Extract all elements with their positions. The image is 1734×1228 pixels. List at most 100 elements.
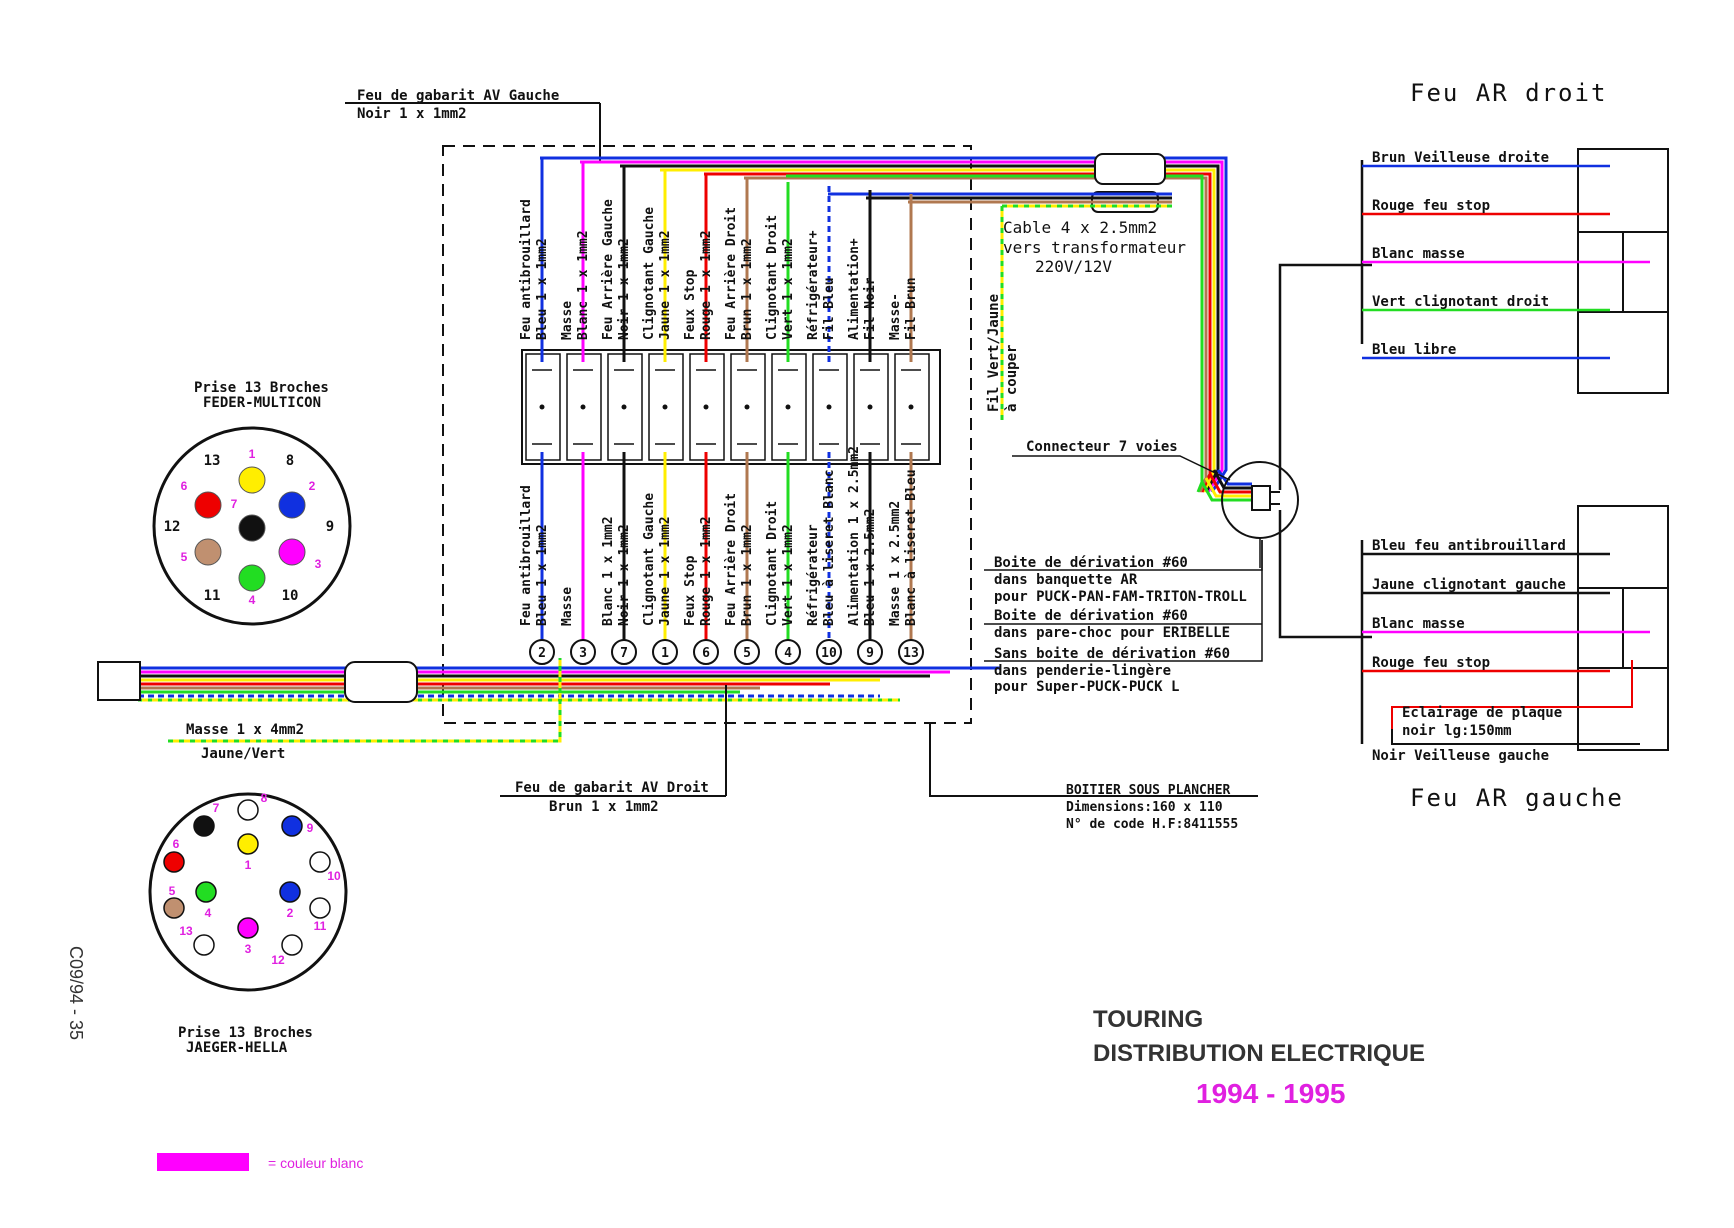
terminal-2-bottom-label-1: Feu antibrouillard: [519, 485, 534, 626]
multicon-pin-4: [238, 564, 266, 592]
terminal-5-bottom-label-1: Feu Arrière Droit: [724, 493, 739, 626]
hella-pin-10-number: 10: [327, 869, 341, 883]
boitier-label: BOITIER SOUS PLANCHER Dimensions:160 x 1…: [929, 723, 1258, 832]
gabarit-av-gauche-spec: Noir 1 x 1mm2: [357, 106, 467, 122]
terminal-9-top-label-1: Alimentation+: [847, 238, 862, 340]
ar-droit-wire-5: Bleu libre: [1362, 342, 1610, 360]
title-line-2: DISTRIBUTION ELECTRIQUE: [1093, 1040, 1425, 1067]
top-wire-bundle: [540, 156, 1252, 502]
connecteur-7-voies: [1012, 263, 1372, 639]
multicon-pin-4-number: 4: [249, 593, 256, 607]
terminal-1-bottom-label-2: Jaune 1 x 1mm2: [658, 516, 673, 626]
legend-swatch: [157, 1153, 249, 1171]
hella-pin-3: 3: [237, 917, 259, 956]
terminal-2-bottom-label-2: Bleu 1 x 1mm2: [535, 524, 550, 626]
multicon-pin-1: [238, 466, 266, 494]
feu-ar-gauche-title: Feu AR gauche: [1410, 784, 1624, 812]
boitier-outline: [442, 145, 972, 724]
terminal-6-bottom-label-2: Rouge 1 x 1mm2: [699, 516, 714, 626]
ar-droit-wire-label-3: Blanc masse: [1372, 246, 1465, 262]
multicon-pin-6: [194, 491, 222, 519]
terminal-5-top-label-1: Feu Arrière Droit: [724, 207, 739, 340]
terminal-2-badge: [529, 639, 555, 665]
terminal-1-number: 1: [661, 646, 669, 661]
terminal-13-number: 13: [903, 646, 919, 661]
terminal-9-number: 9: [866, 646, 874, 661]
terminal-4-bottom-label-1: Clignotant Droit: [765, 501, 780, 626]
ar-gauche-wire-label-1: Bleu feu antibrouillard: [1372, 538, 1566, 554]
boite-3-line-3: pour Super-PUCK-PUCK L: [994, 679, 1179, 695]
ar-droit-wire-label-2: Rouge feu stop: [1372, 198, 1490, 214]
boitier-title: BOITIER SOUS PLANCHER: [1066, 783, 1231, 798]
hella-pin-8: 8: [237, 791, 268, 821]
fil-vert-jaune-label: Fil Vert/Jaune: [986, 294, 1002, 412]
masse-label: Masse 1 x 4mm2: [186, 722, 304, 738]
multicon-pin-7: [238, 514, 266, 542]
years: 1994 - 1995: [1196, 1078, 1345, 1109]
ar-droit-wire-label-4: Vert clignotant droit: [1372, 294, 1549, 310]
title-line-1: TOURING: [1093, 1006, 1203, 1033]
terminal-7-bottom-label-1: Blanc 1 x 1mm2: [601, 516, 616, 626]
terminal-7-number: 7: [620, 646, 628, 661]
multicon-outer-number-8: 8: [286, 453, 294, 469]
multicon-outer-number-11: 11: [204, 588, 221, 604]
multicon-pin-5-number: 5: [181, 550, 188, 564]
terminal-3-top-label-1: Masse: [560, 301, 575, 340]
hella-pin-6: 6: [163, 837, 185, 873]
gabarit-av-droit-title: Feu de gabarit AV Droit: [515, 780, 709, 796]
terminal-4-top-label-1: Clignotant Droit: [765, 215, 780, 340]
terminal-2-top-label-2: Bleu 1 x 1mm2: [535, 238, 550, 340]
terminal-13-badge: [898, 639, 924, 665]
terminal-4-number: 4: [784, 646, 792, 661]
terminal-4-badge: [775, 639, 801, 665]
terminal-5-bottom-label-2: Brun 1 x 1mm2: [740, 524, 755, 626]
multicon-pin-3: [278, 538, 306, 566]
terminal-6-bottom-label-1: Feux Stop: [683, 555, 698, 626]
hella-pin-1: 1: [237, 833, 259, 872]
multicon-pin-2-number: 2: [309, 479, 316, 493]
prise-multicon-subtitle: FEDER-MULTICON: [203, 395, 321, 411]
hella-pin-11: 11: [309, 897, 331, 933]
terminal-9-bottom-label-1: Alimentation 1 x 2.5mm2: [847, 446, 862, 626]
ar-droit-wire-4: Vert clignotant droit: [1362, 294, 1610, 312]
ar-droit-wire-2: Rouge feu stop: [1362, 198, 1610, 216]
hella-pin-5-number: 5: [169, 884, 176, 898]
terminal-10-bottom-label-2: Bleu à liseret Blanc: [822, 469, 837, 626]
terminal-10-badge: [816, 639, 842, 665]
multicon-outer-number-12: 12: [164, 519, 181, 535]
feu-ar-droit-title: Feu AR droit: [1410, 79, 1607, 107]
eclairage-label: Eclairage de plaque: [1402, 705, 1562, 721]
ar-gauche-wire-label-3: Blanc masse: [1372, 616, 1465, 632]
top-cable-sleeve-1: [1094, 153, 1166, 185]
boites-derivation: Boite de dérivation #60 dans banquette A…: [984, 540, 1263, 695]
ar-droit-wire-label-1: Brun Veilleuse droite: [1372, 150, 1549, 166]
ar-gauche-wire-1: Bleu feu antibrouillard: [1362, 538, 1610, 556]
masse-color: Jaune/Vert: [201, 746, 285, 762]
terminal-7-badge: [611, 639, 637, 665]
boite-3-line-2: dans penderie-lingère: [994, 663, 1171, 679]
boite-1-line-3: pour PUCK-PAN-FAM-TRITON-TROLL: [994, 589, 1247, 605]
hella-pin-9-number: 9: [307, 821, 314, 835]
hella-pin-12: 12: [271, 934, 303, 967]
gabarit-av-gauche-label: Feu de gabarit AV Gauche Noir 1 x 1mm2: [345, 88, 601, 162]
terminal-6-top-label-2: Rouge 1 x 1mm2: [699, 230, 714, 340]
feu-ar-droit: Feu AR droit Brun Veilleuse droiteRouge …: [1360, 79, 1669, 394]
multicon-pin-6-number: 6: [181, 479, 188, 493]
connecteur-label: Connecteur 7 voies: [1026, 439, 1178, 455]
terminal-3-badge: [570, 639, 596, 665]
transformer-cable: [828, 192, 1172, 420]
terminal-6-badge: [693, 639, 719, 665]
terminal-5-badge: [734, 639, 760, 665]
boitier-dimensions: Dimensions:160 x 110: [1066, 800, 1223, 815]
left-sleeve: [344, 661, 418, 703]
terminal-3-bottom-label-1: Masse: [560, 587, 575, 626]
